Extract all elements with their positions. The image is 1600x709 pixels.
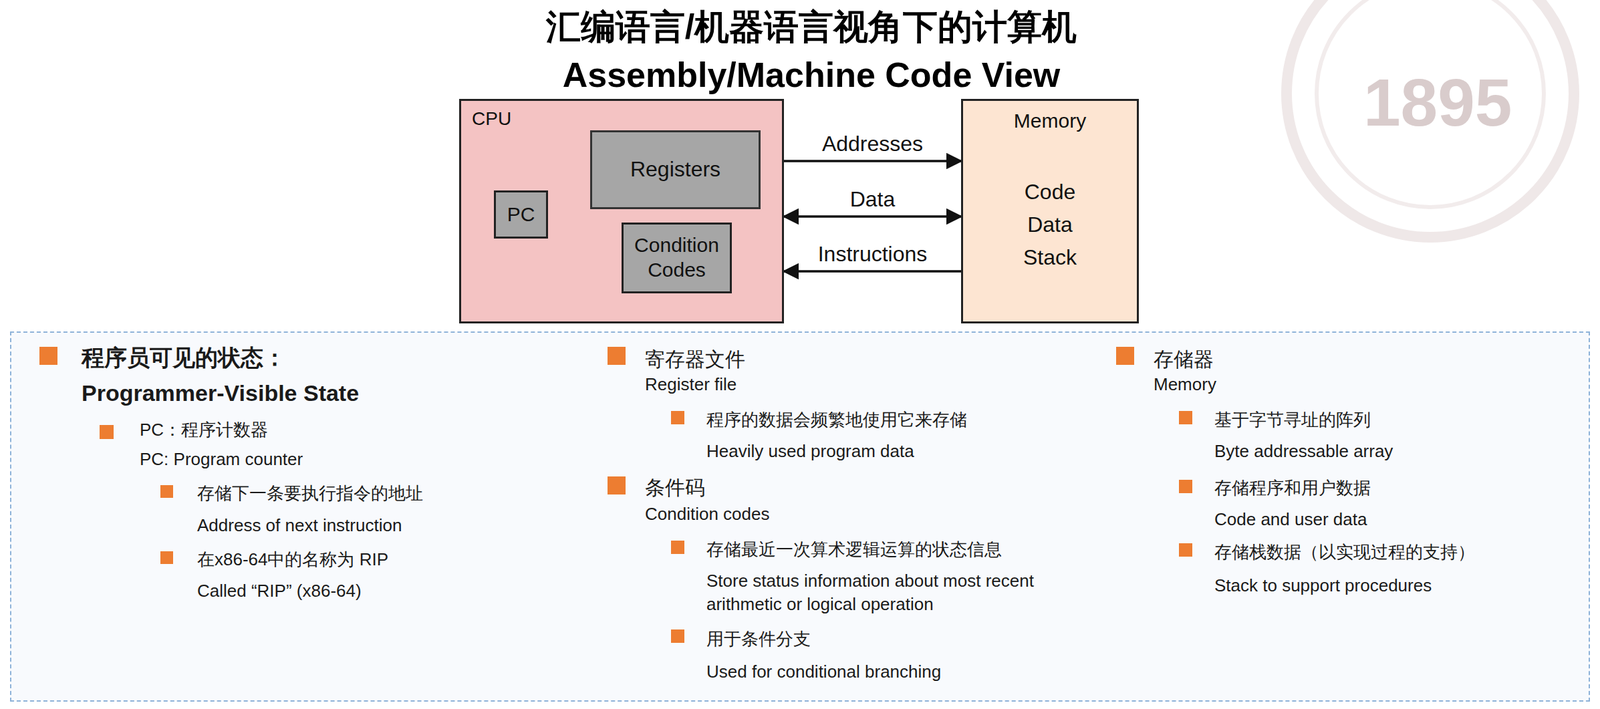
section-heading: 程序员可见的状态：: [81, 342, 287, 373]
bus-arrow: [783, 270, 962, 273]
component-box: PC: [493, 190, 549, 239]
bullet-square: [1178, 543, 1193, 557]
bullet-text: 存储下一条要执行指令的地址: [197, 481, 424, 506]
bullet-text: 基于字节寻址的阵列: [1214, 408, 1371, 432]
bullet-square: [671, 411, 685, 425]
bullet-square: [39, 346, 58, 365]
memory-box: MemoryCode Data Stack: [961, 98, 1139, 324]
box-label: PC: [507, 202, 536, 228]
bullet-text: Called “RIP” (x86-64): [197, 579, 362, 603]
emblem-ring: [1316, 0, 1544, 208]
edge-label: Instructions: [818, 241, 928, 266]
bullet-text: Heavily used program data: [706, 439, 915, 464]
bullet-text: Stack to support procedures: [1214, 574, 1432, 598]
bullet-text: Condition codes: [644, 502, 770, 526]
bullet-text: 存储器: [1153, 345, 1214, 373]
bullet-text: 在x86-64中的名称为 RIP: [197, 548, 389, 572]
box-heading: CPU: [471, 107, 512, 131]
box-body: Code Data Stack: [1023, 175, 1077, 275]
edge-label: Data: [850, 187, 896, 212]
bullet-text: 用于条件分支: [706, 627, 811, 651]
bullet-text: Address of next instruction: [197, 513, 402, 538]
cpu-box: CPU RegistersPC Condition Codes: [459, 98, 784, 324]
bullet-text: 程序的数据会频繁地使用它来存储: [706, 408, 968, 432]
bullet-text: Memory: [1153, 372, 1217, 397]
emblem-ring: [1286, 0, 1574, 238]
title-en: Assembly/Machine Code View: [0, 53, 1600, 97]
edge-label: Addresses: [822, 131, 923, 156]
bullet-text: 存储程序和用户数据: [1214, 476, 1371, 500]
bullet-text: 条件码: [644, 473, 706, 502]
bus-arrow: [783, 159, 962, 163]
bus-arrow: [783, 215, 962, 218]
info-panel: 程序员可见的状态： Programmer-Visible StatePC：程序计数…: [10, 331, 1590, 702]
bullet-square: [160, 551, 174, 565]
bullet-square: [99, 425, 114, 440]
bullet-text: Register file: [644, 372, 737, 397]
bullet-text: Used for conditional branching: [706, 660, 942, 684]
bullet-text: 存储栈数据（以实现过程的支持）: [1214, 540, 1476, 565]
bullet-square: [607, 346, 626, 365]
title-zh: 汇编语言/机器语言视角下的计算机: [0, 5, 1600, 49]
bullet-square: [1178, 479, 1193, 494]
bullet-square: [671, 629, 685, 643]
component-box: Registers: [590, 130, 761, 210]
box-heading: Memory: [963, 108, 1137, 133]
box-label: Registers: [630, 156, 721, 183]
bullet-text: 寄存器文件: [644, 345, 746, 373]
bullet-square: [671, 540, 685, 555]
component-box: Condition Codes: [621, 222, 732, 294]
box-label: Condition Codes: [628, 233, 725, 283]
bullet-text: PC：程序计数器: [139, 418, 269, 442]
bullet-square: [160, 485, 174, 498]
bullet-text: Byte addressable array: [1214, 439, 1393, 464]
watermark: 1895: [1363, 65, 1512, 140]
bullet-text: Store status information about most rece…: [706, 569, 1041, 617]
bullet-square: [607, 476, 626, 495]
bullet-text: PC: Program counter: [139, 447, 303, 472]
section-heading: Programmer-Visible State: [81, 377, 359, 409]
bullet-text: Code and user data: [1214, 507, 1367, 532]
bullet-square: [1178, 411, 1193, 425]
bullet-square: [1116, 346, 1135, 365]
bullet-text: 存储最近一次算术逻辑运算的状态信息: [706, 538, 1002, 562]
